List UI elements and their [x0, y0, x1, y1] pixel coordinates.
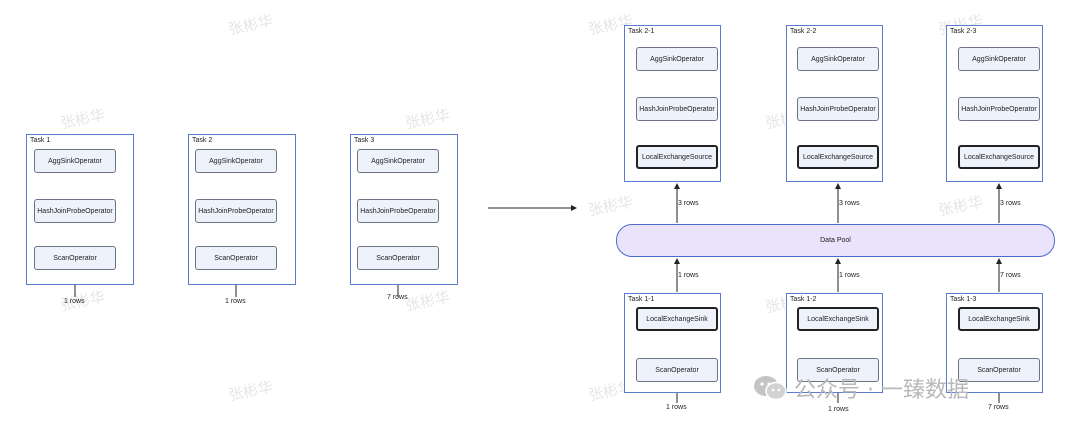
hash-join-probe-operator: HashJoinProbeOperator — [357, 199, 439, 223]
task-title: Task 1-2 — [790, 296, 817, 303]
scan-operator: ScanOperator — [195, 246, 277, 270]
task-title: Task 1 — [30, 137, 51, 144]
row-count-label: 1 rows — [839, 272, 860, 279]
hash-join-probe-operator: HashJoinProbeOperator — [636, 97, 718, 121]
scan-operator: ScanOperator — [958, 358, 1040, 382]
row-count-label: 1 rows — [225, 298, 246, 305]
scan-operator: ScanOperator — [34, 246, 116, 270]
task-title: Task 2-3 — [950, 28, 977, 35]
scan-operator: ScanOperator — [797, 358, 879, 382]
hash-join-probe-operator: HashJoinProbeOperator — [34, 199, 116, 223]
local-exchange-source: LocalExchangeSource — [797, 145, 879, 169]
row-count-label: 7 rows — [988, 404, 1009, 411]
row-count-label: 1 rows — [828, 406, 849, 413]
row-count-label: 1 rows — [666, 404, 687, 411]
agg-sink-operator: AggSinkOperator — [357, 149, 439, 173]
local-exchange-sink: LocalExchangeSink — [958, 307, 1040, 331]
agg-sink-operator: AggSinkOperator — [195, 149, 277, 173]
task-title: Task 2 — [192, 137, 213, 144]
row-count-label: 3 rows — [1000, 200, 1021, 207]
row-count-label: 1 rows — [64, 298, 85, 305]
task-title: Task 1-1 — [628, 296, 655, 303]
local-exchange-source: LocalExchangeSource — [958, 145, 1040, 169]
row-count-label: 1 rows — [678, 272, 699, 279]
hash-join-probe-operator: HashJoinProbeOperator — [797, 97, 879, 121]
scan-operator: ScanOperator — [636, 358, 718, 382]
row-count-label: 3 rows — [839, 200, 860, 207]
agg-sink-operator: AggSinkOperator — [958, 47, 1040, 71]
local-exchange-sink: LocalExchangeSink — [636, 307, 718, 331]
wechat-icon — [752, 374, 788, 402]
local-exchange-source: LocalExchangeSource — [636, 145, 718, 169]
footer-text: 公众号 · 一臻数据 — [794, 378, 969, 403]
agg-sink-operator: AggSinkOperator — [636, 47, 718, 71]
row-count-label: 7 rows — [387, 294, 408, 301]
scan-operator: ScanOperator — [357, 246, 439, 270]
data-pool: Data Pool — [616, 224, 1055, 257]
row-count-label: 3 rows — [678, 200, 699, 207]
row-count-label: 7 rows — [1000, 272, 1021, 279]
local-exchange-sink: LocalExchangeSink — [797, 307, 879, 331]
agg-sink-operator: AggSinkOperator — [34, 149, 116, 173]
task-title: Task 2-1 — [628, 28, 655, 35]
task-title: Task 1-3 — [950, 296, 977, 303]
task-title: Task 3 — [354, 137, 375, 144]
agg-sink-operator: AggSinkOperator — [797, 47, 879, 71]
hash-join-probe-operator: HashJoinProbeOperator — [195, 199, 277, 223]
hash-join-probe-operator: HashJoinProbeOperator — [958, 97, 1040, 121]
task-title: Task 2-2 — [790, 28, 817, 35]
footer-credit: 公众号 · 一臻数据 — [752, 372, 969, 404]
